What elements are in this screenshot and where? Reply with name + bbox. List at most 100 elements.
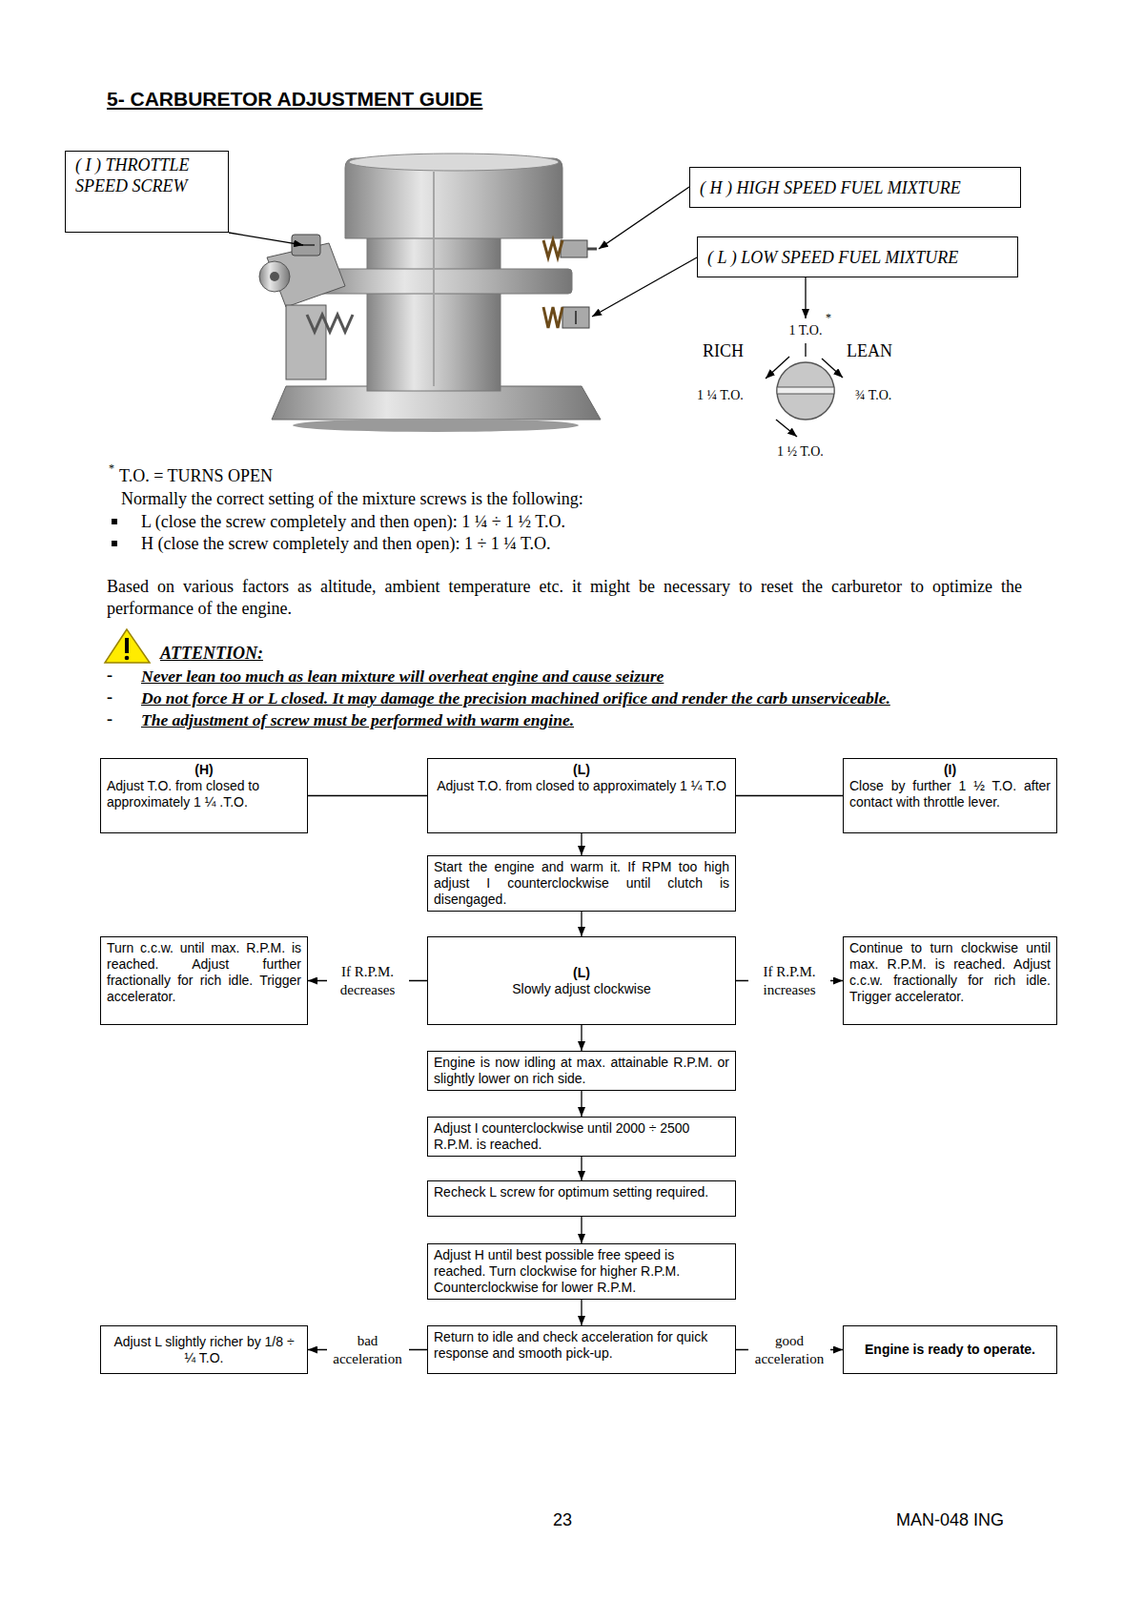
carburetor-body (292, 418, 579, 432)
process-box: (L)Adjust T.O. from closed to approximat… (427, 757, 736, 834)
list-dash: - (106, 665, 113, 686)
callout-box: ( I ) THROTTLE SPEED SCREW (64, 150, 229, 233)
footnote-mark: * (825, 310, 832, 326)
warning-text: The adjustment of screw must be performe… (141, 710, 574, 731)
dial-value: 1 T.O. (776, 323, 835, 339)
bullet (111, 518, 118, 547)
process-box: Turn c.c.w. until max. R.P.M. is reached… (100, 936, 308, 1025)
connector (580, 833, 582, 856)
warning-text: Never lean too much as lean mixture will… (141, 666, 664, 687)
direction-label: LEAN (846, 341, 893, 362)
direction-label: RICH (702, 341, 744, 362)
box-text: Adjust T.O. from closed to approximately… (433, 777, 730, 795)
box-text: Recheck L screw for optimum setting requ… (433, 1184, 730, 1201)
box-text: Start the engine and warm it. If RPM too… (433, 858, 730, 908)
box-text: Adjust L slightly richer by 1/8 ÷ ¼ T.O. (106, 1333, 302, 1367)
callout-box: ( L ) LOW SPEED FUEL MIXTURE (696, 236, 1019, 278)
connector (580, 1299, 582, 1326)
process-box: Adjust I counterclockwise until 2000 ÷ 2… (427, 1116, 736, 1157)
throttle-linkage (291, 234, 321, 256)
box-heading: (L) (433, 964, 730, 981)
process-box: (I)Close by further 1 ½ T.O. after conta… (842, 757, 1058, 834)
warning-icon (104, 629, 150, 663)
box-text: Adjust I counterclockwise until 2000 ÷ 2… (433, 1120, 730, 1153)
process-box: Start the engine and warm it. If RPM too… (427, 855, 736, 912)
note-text: Based on various factors as altitude, am… (106, 575, 1022, 620)
box-text: Continue to turn clockwise until max. R.… (849, 940, 1051, 1005)
mixture-screws (543, 240, 597, 328)
screw-dial (765, 356, 790, 379)
screw-dial (776, 387, 835, 394)
process-box: Adjust H until best possible free speed … (427, 1243, 736, 1300)
box-heading: (I) (849, 761, 1051, 778)
box-text: Return to idle and check acceleration fo… (433, 1328, 730, 1362)
mixture-screws (562, 306, 590, 328)
mixture-screws (560, 240, 588, 258)
connector (580, 1156, 582, 1181)
screw-dial (765, 343, 843, 437)
process-box: (H)Adjust T.O. from closed to approximat… (100, 757, 308, 834)
leader-line (592, 257, 697, 317)
process-box: Adjust L slightly richer by 1/8 ÷ ¼ T.O. (100, 1325, 308, 1374)
box-heading: (L) (433, 761, 730, 778)
edge-label: If R.P.M. increases (748, 962, 831, 1000)
list-dash: - (106, 687, 113, 708)
terminal-box: Engine is ready to operate. (842, 1325, 1058, 1374)
mixture-screws (543, 306, 563, 328)
process-box: Return to idle and check acceleration fo… (427, 1325, 736, 1374)
footnote-mark: * (108, 461, 115, 476)
box-text: Turn c.c.w. until max. R.P.M. is reached… (106, 940, 302, 1005)
warning-icon (124, 637, 129, 654)
document-code: MAN-048 ING (896, 1510, 1004, 1531)
leader-line (804, 277, 806, 319)
screw-dial (776, 362, 835, 420)
box-text: ( H ) HIGH SPEED FUEL MIXTURE (699, 177, 1011, 199)
box-text: Adjust H until best possible free speed … (433, 1246, 730, 1296)
dial-value: 1 ½ T.O. (776, 444, 824, 460)
screw-dial (821, 358, 843, 378)
dial-value: 1 ¼ T.O. (696, 388, 744, 404)
warning-icon (104, 629, 150, 663)
box-text: Engine is ready to operate. (849, 1341, 1051, 1358)
carburetor-body (432, 171, 435, 387)
edge-label: If R.P.M. decreases (326, 962, 409, 1000)
carburetor-body (314, 268, 573, 294)
note-text: Normally the correct setting of the mixt… (121, 489, 584, 510)
callout-box: ( H ) HIGH SPEED FUEL MIXTURE (689, 166, 1022, 208)
edge-label: good acceleration (748, 1331, 831, 1369)
throttle-linkage (269, 271, 280, 282)
box-text: ( I ) THROTTLE SPEED SCREW (75, 154, 219, 197)
mixture-screws (587, 247, 597, 251)
box-text: Slowly adjust clockwise (433, 980, 730, 998)
process-box: (L)Slowly adjust clockwise (427, 936, 736, 1025)
list-dash: - (106, 709, 113, 730)
warning-heading: ATTENTION: (160, 643, 264, 664)
connector (580, 1216, 582, 1244)
connector (735, 795, 843, 797)
dial-value: ¾ T.O. (855, 388, 892, 404)
connector (580, 911, 582, 937)
box-text: Engine is now idling at max. attainable … (433, 1054, 730, 1087)
screw-dial (804, 343, 806, 357)
edge-label: bad acceleration (326, 1331, 409, 1369)
footnote-text: T.O. = TURNS OPEN (119, 466, 273, 487)
throttle-linkage (259, 261, 290, 292)
mixture-screws (574, 310, 577, 325)
process-box: Continue to turn clockwise until max. R.… (842, 936, 1058, 1025)
process-box: Engine is now idling at max. attainable … (427, 1050, 736, 1091)
page-title: 5- CARBURETOR ADJUSTMENT GUIDE (106, 87, 483, 111)
leader-line (598, 186, 690, 249)
throttle-linkage (306, 314, 353, 332)
process-box: Recheck L screw for optimum setting requ… (427, 1180, 736, 1217)
throttle-linkage (259, 234, 353, 380)
setting-text: H (close the screw completely and then o… (141, 533, 552, 554)
bullet (111, 518, 118, 525)
warning-icon (124, 655, 130, 661)
leader-line (228, 232, 304, 246)
connector (307, 795, 428, 797)
page-number: 23 (543, 1510, 582, 1531)
bullet (111, 540, 118, 547)
connector (580, 1024, 582, 1051)
box-text: Adjust T.O. from closed to approximately… (106, 777, 302, 811)
mixture-screws (543, 240, 563, 258)
